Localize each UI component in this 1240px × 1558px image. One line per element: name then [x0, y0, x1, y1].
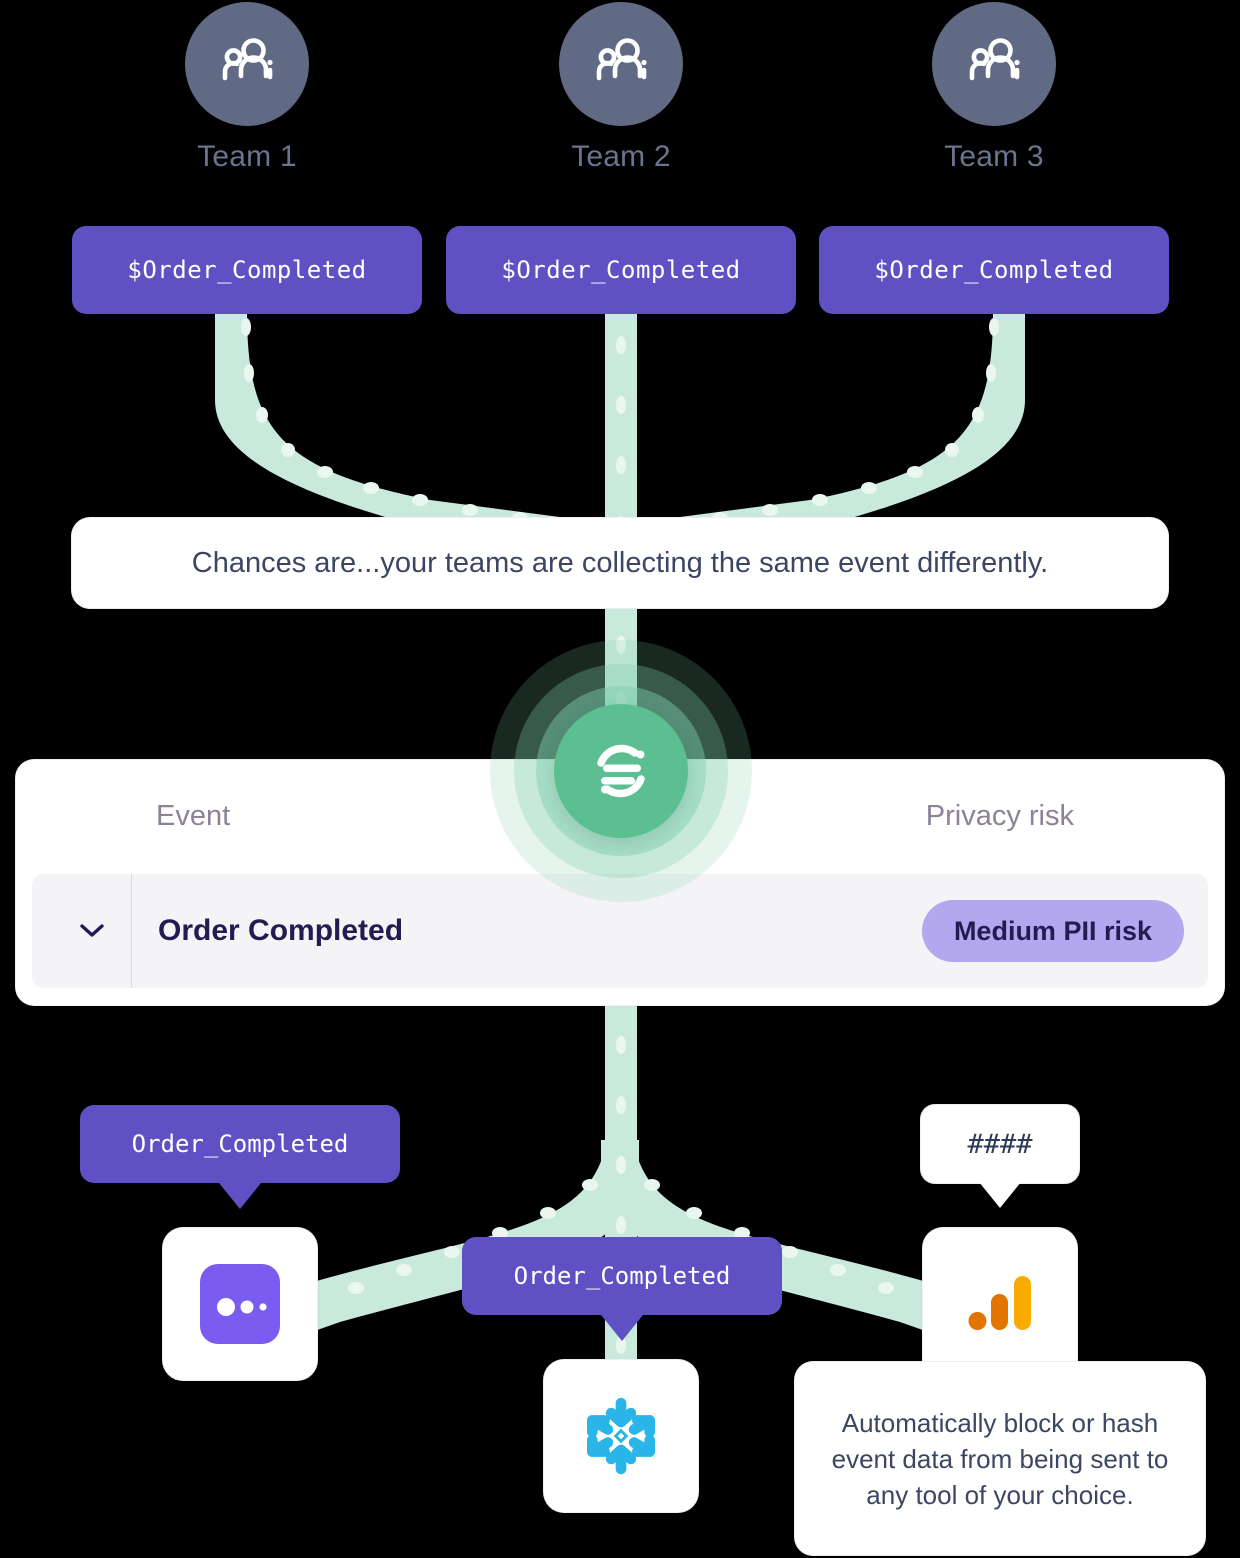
column-header-event: Event	[156, 800, 231, 832]
chevron-down-icon[interactable]	[78, 918, 106, 944]
destination-bubble-2-label: Order_Completed	[462, 1237, 782, 1315]
team-block-2: Team 2	[496, 2, 746, 174]
bubble-tail	[979, 1182, 1021, 1208]
segment-hub	[490, 640, 752, 902]
people-icon	[596, 38, 647, 81]
team-label: Team 2	[571, 140, 671, 173]
team-event-chip-2[interactable]: $Order_Completed	[446, 226, 796, 314]
destination-bubble-3-label: ####	[921, 1105, 1079, 1183]
destination-tool-google-analytics[interactable]	[923, 1228, 1077, 1380]
team-avatar	[559, 2, 683, 126]
destination-bubble-1: Order_Completed	[80, 1105, 400, 1209]
team-avatar	[932, 2, 1056, 126]
destination-bubble-2: Order_Completed	[462, 1237, 782, 1341]
bubble-tail	[219, 1183, 261, 1209]
table-header: Event Privacy risk	[16, 760, 1224, 872]
people-icon	[222, 38, 273, 81]
team-event-chip-3[interactable]: $Order_Completed	[819, 226, 1169, 314]
row-divider	[131, 874, 132, 988]
hub-core	[554, 704, 688, 838]
team-label: Team 1	[197, 140, 297, 173]
amplitude-icon	[200, 1264, 280, 1344]
row-event-name: Order Completed	[158, 914, 404, 947]
privacy-note-text: Automatically block or hash event data f…	[831, 1407, 1169, 1510]
destination-tool-snowflake[interactable]	[544, 1360, 698, 1512]
destination-bubble-3: ####	[921, 1105, 1079, 1208]
google-analytics-icon	[968, 1276, 1031, 1330]
team-event-chip-1[interactable]: $Order_Completed	[72, 226, 422, 314]
destination-tool-amplitude[interactable]	[163, 1228, 317, 1380]
chances-message-card: Chances are...your teams are collecting …	[72, 518, 1168, 608]
destination-bubble-1-label: Order_Completed	[80, 1105, 400, 1183]
chances-message-text: Chances are...your teams are collecting …	[191, 546, 1049, 579]
team-label: Team 3	[944, 140, 1044, 173]
team-avatar	[185, 2, 309, 126]
team-block-1: Team 1	[122, 2, 372, 174]
bubble-tail	[601, 1315, 643, 1341]
column-header-privacy-risk: Privacy risk	[925, 800, 1074, 832]
table-row[interactable]: Order Completed Medium PII risk	[32, 874, 1208, 988]
people-icon	[969, 38, 1020, 81]
team-block-3: Team 3	[869, 2, 1119, 174]
snowflake-icon	[586, 1397, 656, 1475]
status-badge: Medium PII risk	[921, 900, 1184, 962]
segment-logo-icon	[597, 744, 645, 798]
privacy-note-card: Automatically block or hash event data f…	[795, 1362, 1205, 1555]
